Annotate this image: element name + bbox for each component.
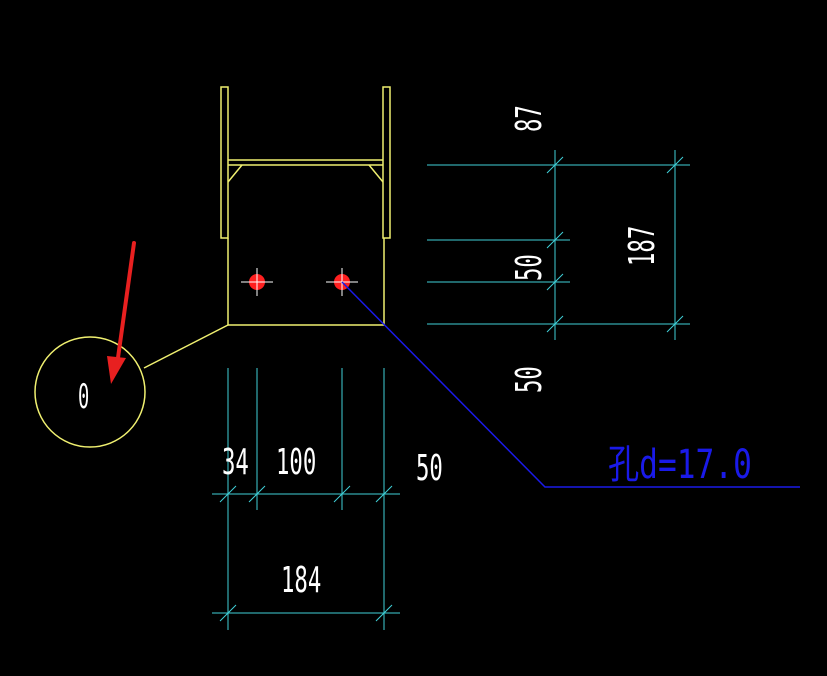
red-arrow-icon bbox=[107, 241, 136, 384]
dim-horizontal-left: 34 bbox=[222, 442, 249, 484]
bolt-holes bbox=[241, 268, 358, 296]
dim-horizontal-middle: 100 bbox=[276, 442, 316, 484]
detail-leader-line bbox=[143, 324, 229, 369]
hole-diameter-label: 孔d=17.0 bbox=[608, 442, 752, 488]
detail-marker-label: 0 bbox=[78, 378, 89, 416]
left-flange bbox=[220, 86, 229, 239]
dim-vertical-total: 187 bbox=[622, 226, 664, 266]
dim-vertical-middle: 50 bbox=[509, 254, 551, 281]
vertical-dimensions bbox=[427, 150, 690, 340]
bolt-hole-icon bbox=[241, 268, 273, 296]
dim-horizontal-total: 184 bbox=[281, 560, 321, 602]
dim-horizontal-right: 50 bbox=[416, 448, 443, 490]
dim-vertical-top: 87 bbox=[509, 105, 551, 132]
dim-vertical-bottom: 50 bbox=[509, 366, 551, 393]
right-flange bbox=[382, 86, 391, 239]
hole-leader bbox=[341, 281, 800, 488]
horizontal-dimensions bbox=[212, 368, 400, 630]
stiffener-chamfer-left bbox=[227, 164, 243, 183]
end-plate-outline bbox=[227, 238, 385, 326]
steel-section bbox=[34, 86, 391, 448]
detail-circle bbox=[34, 336, 146, 448]
stiffener-chamfer-right bbox=[368, 164, 384, 183]
